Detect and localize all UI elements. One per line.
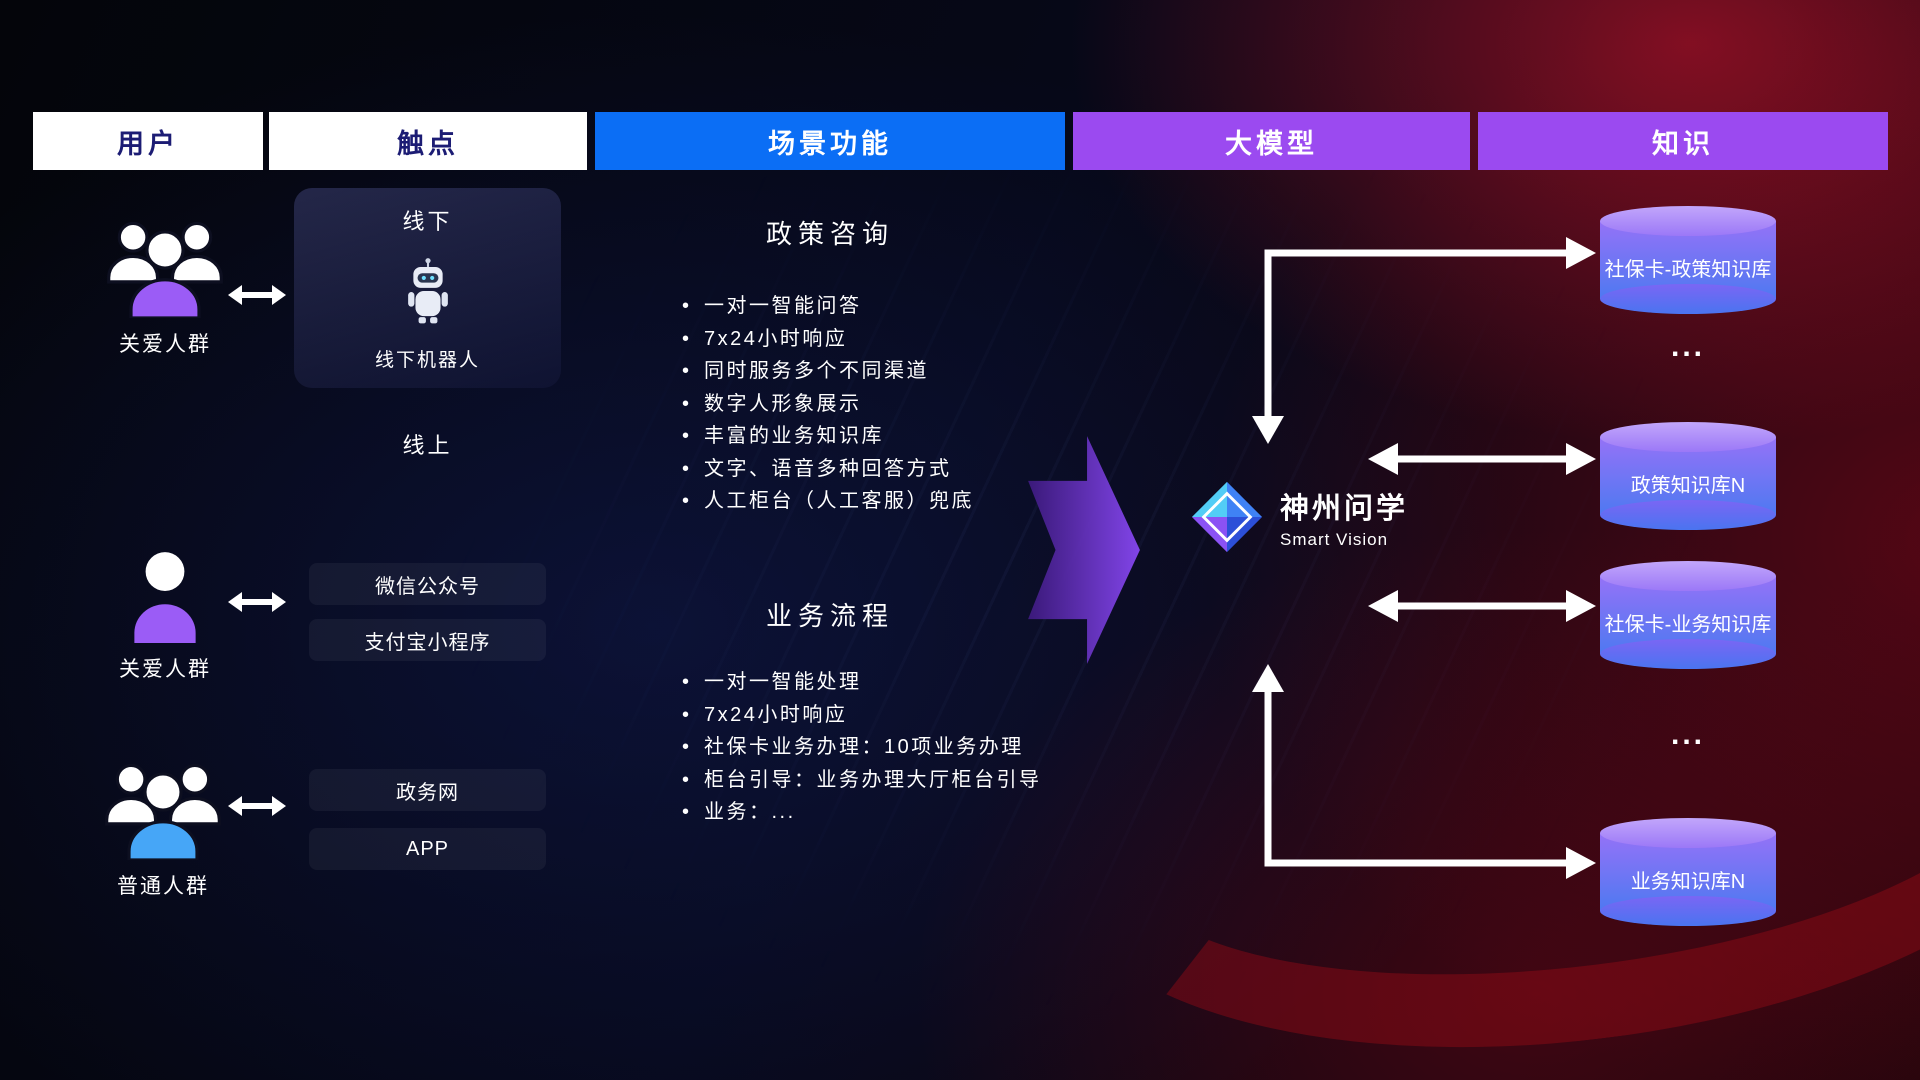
model-logo-block: 神州问学 Smart Vision — [1188, 478, 1408, 556]
column-header-model: 大模型 — [1073, 112, 1470, 170]
channel-wechat: 微信公众号 — [309, 563, 546, 605]
scenario-bullet: 社保卡业务办理：10项业务办理 — [680, 731, 1042, 764]
robot-icon — [407, 257, 448, 323]
knowledge-base-policy-sscard: 社保卡-政策知识库 — [1600, 206, 1776, 314]
column-header-user: 用户 — [33, 112, 263, 170]
user-label: 关爱人群 — [119, 658, 211, 681]
model-name: 神州问学 — [1280, 492, 1409, 525]
double-arrow-icon — [228, 592, 286, 612]
scenario-bullet: 文字、语音多种回答方式 — [680, 453, 974, 486]
user-group-care-1: 关爱人群 — [82, 216, 248, 358]
double-arrow-icon — [228, 796, 286, 816]
user-label: 普通人群 — [117, 875, 209, 898]
cylinder-bottom — [1600, 284, 1776, 314]
scenario-bullet: 一对一智能问答 — [680, 290, 974, 323]
scenario-bullet: 同时服务多个不同渠道 — [680, 355, 974, 388]
knowledge-base-label: 政策知识库N — [1630, 474, 1746, 497]
channel-app: APP — [309, 828, 546, 870]
scenario-bullet: 丰富的业务知识库 — [680, 420, 974, 453]
knowledge-base-label: 社保卡-业务知识库 — [1604, 613, 1772, 636]
knowledge-base-label: 社保卡-政策知识库 — [1604, 258, 1772, 281]
offline-caption: 线下机器人 — [374, 350, 480, 371]
user-group-care-2: 关爱人群 — [112, 545, 218, 683]
cylinder-bottom — [1600, 500, 1776, 530]
online-label: 线上 — [402, 433, 453, 458]
offline-title: 线下 — [402, 209, 453, 234]
ellipsis-business: ... — [1670, 718, 1705, 751]
ellipsis-policy: ... — [1670, 330, 1705, 363]
flow-arrow-icon — [1028, 436, 1140, 664]
knowledge-base-policy-n: 政策知识库N — [1600, 422, 1776, 530]
scenario-list-policy: 一对一智能问答 7x24小时响应 同时服务多个不同渠道 数字人形象展示 丰富的业… — [680, 290, 974, 518]
group-people-purple-icon — [107, 221, 223, 318]
knowledge-base-label: 业务知识库N — [1630, 870, 1746, 893]
scenario-bullet: 业务：... — [680, 796, 1042, 829]
scenario-bullet: 7x24小时响应 — [680, 699, 1042, 732]
cylinder-bottom — [1600, 896, 1776, 926]
diamond-logo-icon — [1191, 481, 1263, 553]
cylinder-bottom — [1600, 639, 1776, 669]
scenario-bullet: 柜台引导：业务办理大厅柜台引导 — [680, 764, 1042, 797]
cylinder-top — [1600, 818, 1776, 848]
cylinder-top — [1600, 422, 1776, 452]
channel-gov-web: 政务网 — [309, 769, 546, 811]
cylinder-top — [1600, 206, 1776, 236]
scenario-bullet: 7x24小时响应 — [680, 323, 974, 356]
knowledge-base-business-n: 业务知识库N — [1600, 818, 1776, 926]
double-arrow-icon — [228, 285, 286, 305]
column-header-scenario: 场景功能 — [595, 112, 1065, 170]
user-group-general: 普通人群 — [78, 758, 248, 900]
offline-touchpoint-card: 线下 线下机器人 — [294, 188, 561, 388]
model-subtitle: Smart Vision — [1280, 529, 1389, 549]
single-person-purple-icon — [134, 552, 196, 643]
scenario-bullet: 一对一智能处理 — [680, 666, 1042, 699]
user-label: 关爱人群 — [119, 333, 211, 356]
scenario-bullet: 数字人形象展示 — [680, 388, 974, 421]
scenario-bullet: 人工柜台（人工客服）兜底 — [680, 485, 974, 518]
scenario-title-policy: 政策咨询 — [765, 219, 894, 249]
channel-alipay-miniapp: 支付宝小程序 — [309, 619, 546, 661]
group-people-blue-icon — [105, 763, 221, 860]
scenario-title-business: 业务流程 — [765, 601, 894, 631]
knowledge-base-business-sscard: 社保卡-业务知识库 — [1600, 561, 1776, 669]
cylinder-top — [1600, 561, 1776, 591]
column-header-knowledge: 知识 — [1478, 112, 1888, 170]
scenario-list-business: 一对一智能处理 7x24小时响应 社保卡业务办理：10项业务办理 柜台引导：业务… — [680, 666, 1042, 829]
column-header-touchpoint: 触点 — [269, 112, 587, 170]
